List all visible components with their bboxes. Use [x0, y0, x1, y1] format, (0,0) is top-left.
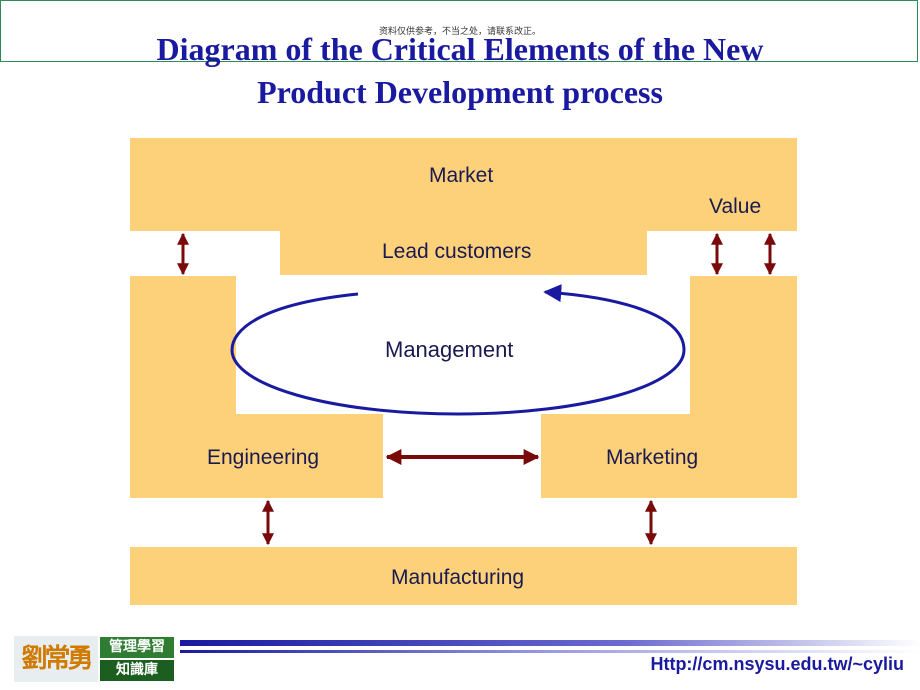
top-banner: [0, 0, 918, 62]
slide-title-line-2: Product Development process: [257, 74, 663, 110]
footer-rule-thin: [180, 650, 920, 653]
logo: 劉常勇 管理學習 知識庫: [14, 636, 174, 682]
engineering-label: Engineering: [207, 446, 320, 469]
market-block: [130, 138, 797, 231]
logo-name: 劉常勇: [14, 636, 98, 682]
value-label: Value: [709, 195, 762, 218]
slide-title-line-1: Diagram of the Critical Elements of the …: [156, 31, 764, 67]
logo-line-2: 知識庫: [100, 660, 174, 681]
marketing-block: [541, 414, 797, 498]
management-cycle-ellipse: [230, 284, 686, 416]
banner-note: 资料仅供参考，不当之处，请联系改正。: [378, 27, 541, 37]
engineering-block: [130, 414, 383, 498]
logo-line-1: 管理學習: [100, 637, 174, 658]
marketing-label: Marketing: [606, 446, 699, 469]
manufacturing-label: Manufacturing: [391, 566, 525, 589]
footer-rule: [180, 640, 920, 646]
lead-customers-label: Lead customers: [382, 240, 532, 263]
footer-url[interactable]: Http://cm.nsysu.edu.tw/~cyliu: [650, 654, 904, 674]
lead-customers-block: [280, 231, 647, 275]
market-label: Market: [429, 164, 494, 187]
manufacturing-block: [130, 547, 797, 605]
management-label: Management: [385, 337, 514, 362]
